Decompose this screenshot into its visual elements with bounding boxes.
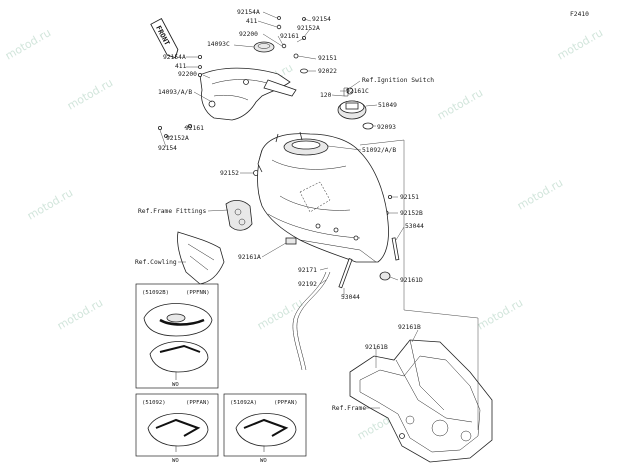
- label-92152b: 92152B: [400, 210, 423, 217]
- label-92200: 92200: [239, 31, 258, 38]
- label-92154a: 92154A: [163, 54, 186, 61]
- watermark: motod.ru: [25, 186, 75, 222]
- watermark: motod.ru: [3, 26, 53, 62]
- inset-footer: WO: [260, 458, 267, 464]
- watermark: motod.ru: [475, 296, 525, 332]
- label-92154: 92154: [158, 145, 177, 152]
- frame-fittings-bracket: [225, 200, 253, 231]
- inset-51092: (51092) (PPFAN) WO: [135, 393, 219, 464]
- label-51049: 51049: [378, 102, 397, 109]
- cap-14093c: [253, 41, 275, 53]
- label-92022: 92022: [318, 68, 337, 75]
- label-92161: 92161: [185, 125, 204, 132]
- ignition-switch-51049: [337, 87, 374, 130]
- tank-cover-assembly: [199, 67, 297, 121]
- label-92151: 92151: [400, 194, 419, 201]
- motorcycle-frame: [349, 339, 493, 463]
- inset-model: (PPFNN): [186, 290, 210, 296]
- inset-code: (51092A): [230, 400, 257, 406]
- cowling-part: [177, 231, 225, 285]
- inset-51092b: (51092B) (PPFNN) WO: [135, 283, 219, 389]
- watermark: motod.ru: [435, 86, 485, 122]
- label-92154: 92154: [312, 16, 331, 23]
- label-14093c: 14093C: [207, 41, 230, 48]
- watermark: motod.ru: [555, 26, 605, 62]
- label-14093ab: 14093/A/B: [158, 89, 192, 96]
- label-92093: 92093: [377, 124, 396, 131]
- watermark: motod.ru: [255, 296, 305, 332]
- label-51092ab: 51092/A/B: [362, 147, 396, 154]
- label-92152a: 92152A: [297, 25, 320, 32]
- label-92171: 92171: [298, 267, 317, 274]
- label-92161d: 92161D: [400, 277, 423, 284]
- label-92161b: 92161B: [398, 324, 421, 331]
- inset-model: (PPFAN): [186, 400, 210, 406]
- label-92161c: 92161C: [346, 88, 369, 95]
- part-labels: 92154A 411 92154 92152A 92200 92161 1409…: [135, 9, 434, 412]
- inset-model: (PPFAN): [274, 400, 298, 406]
- inset-footer: WO: [172, 382, 179, 388]
- label-ref-ignition-switch: Ref.Ignition Switch: [362, 77, 434, 84]
- label-ref-frame-fittings: Ref.Frame Fittings: [138, 208, 206, 215]
- label-92161a: 92161A: [238, 254, 261, 261]
- label-ref-cowling: Ref.Cowling: [135, 259, 177, 266]
- pad-92161a: [285, 237, 297, 245]
- watermark: motod.ru: [515, 176, 565, 212]
- label-92152a: 92152A: [166, 135, 189, 142]
- inset-code: (51092): [142, 400, 166, 406]
- label-ref-frame: Ref.Frame: [332, 405, 366, 412]
- watermark: motod.ru: [55, 296, 105, 332]
- diagram-code: F2410: [570, 11, 589, 18]
- inset-51092a: (51092A) (PPFAN) WO: [223, 393, 307, 464]
- label-411: 411: [246, 18, 258, 25]
- breather-hoses: [292, 237, 400, 371]
- watermark: motod.ru: [65, 76, 115, 112]
- label-92151: 92151: [318, 55, 337, 62]
- leader-lines: [159, 11, 479, 430]
- label-92152: 92152: [220, 170, 239, 177]
- label-53044: 53044: [405, 223, 424, 230]
- label-92161: 92161: [280, 33, 299, 40]
- label-92161b: 92161B: [365, 344, 388, 351]
- label-92192: 92192: [298, 281, 317, 288]
- fuel-tank-51092: [257, 131, 389, 263]
- inset-footer: WO: [172, 458, 179, 464]
- label-92154a: 92154A: [237, 9, 260, 16]
- label-92200: 92200: [178, 71, 197, 78]
- label-411: 411: [175, 63, 187, 70]
- inset-code: (51092B): [142, 290, 169, 296]
- label-53044: 53044: [341, 294, 360, 301]
- label-120: 120: [320, 92, 332, 99]
